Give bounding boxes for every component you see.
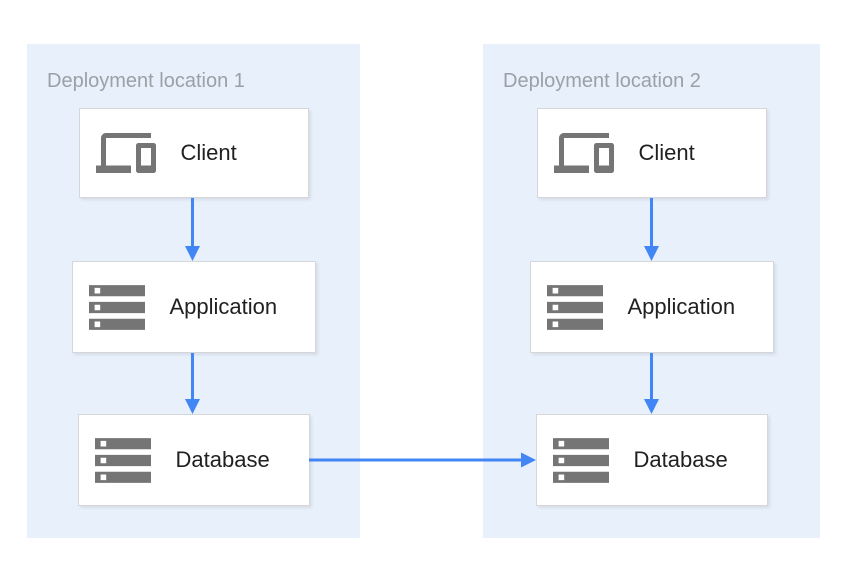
node-client-2: Client [536, 108, 767, 198]
panel-deployment-location-1: Deployment location 1 Client Application [27, 44, 360, 538]
node-label: Database [175, 447, 270, 472]
server-stack-icon [546, 284, 603, 330]
node-label: Client [180, 140, 237, 165]
node-label: Application [169, 294, 278, 319]
node-application-1: Application [71, 261, 316, 353]
panel-title: Deployment location 2 [503, 70, 701, 92]
panel-title: Deployment location 1 [47, 70, 245, 92]
panel-deployment-location-2: Deployment location 2 Client Application [483, 44, 820, 538]
node-database-1: Database [77, 414, 310, 506]
node-client-1: Client [78, 108, 309, 198]
server-stack-icon [94, 437, 151, 483]
server-stack-icon [552, 437, 609, 483]
node-application-2: Application [529, 261, 774, 353]
node-database-2: Database [535, 414, 768, 506]
node-label: Client [638, 140, 695, 165]
node-label: Database [633, 447, 728, 472]
server-stack-icon [88, 284, 145, 330]
devices-icon [95, 131, 156, 175]
devices-icon [553, 131, 614, 175]
node-label: Application [627, 294, 736, 319]
